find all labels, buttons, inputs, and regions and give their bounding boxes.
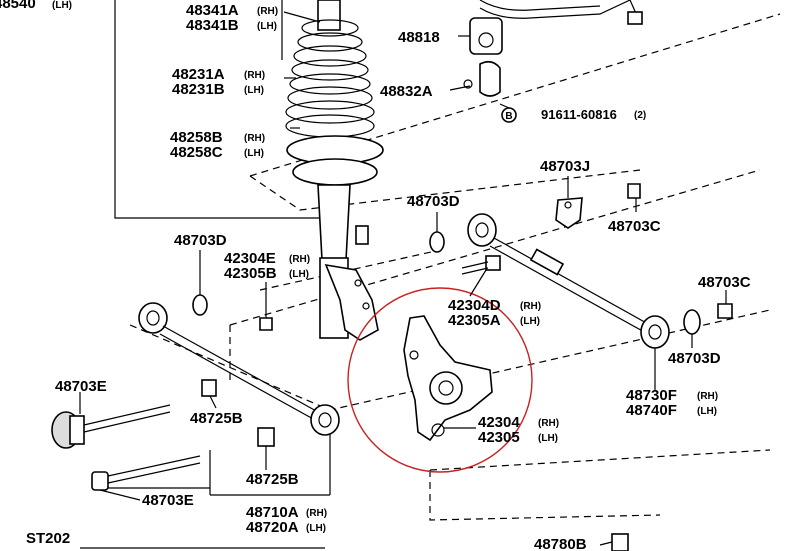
stabilizer-bar: B	[463, 0, 643, 123]
label-48725b-upper: 48725B	[190, 410, 243, 427]
rear-axle-carrier	[403, 315, 493, 442]
label-91611-60816: 91611-60816	[541, 107, 617, 122]
long-bolts	[51, 379, 629, 551]
label-42304d-side: (RH)	[520, 301, 541, 312]
label-48231b: 48231B	[172, 81, 225, 98]
label-48710a: 48710A	[246, 504, 299, 521]
label-42305: 42305	[478, 429, 520, 446]
label-48710a-side: (RH)	[306, 508, 327, 519]
bolt-marker-b: B	[505, 111, 512, 122]
label-48832a: 48832A	[380, 83, 433, 100]
leader-lines	[79, 11, 727, 546]
label-48730f-side: (RH)	[697, 391, 718, 402]
label-48341b: 48341B	[186, 17, 239, 34]
label-48720a: 48720A	[246, 519, 299, 536]
label-48231a: 48231A	[172, 66, 225, 83]
label-48258c: 48258C	[170, 144, 223, 161]
label-42305b: 42305B	[224, 265, 277, 282]
highlight-circle	[347, 287, 533, 473]
coil-spring	[285, 19, 375, 138]
lower-arm	[138, 302, 340, 436]
label-48703c-right: 48703C	[698, 274, 751, 291]
label-42305-side: (LH)	[538, 433, 558, 444]
label-42305b-side: (LH)	[289, 269, 309, 280]
label-42304e: 42304E	[224, 250, 276, 267]
label-42304d: 42304D	[448, 297, 501, 314]
label-91611-qty: (2)	[634, 110, 646, 121]
label-48730f: 48730F	[626, 387, 677, 404]
label-48703e-lower: 48703E	[142, 492, 194, 509]
label-42304-side: (RH)	[538, 418, 559, 429]
label-48740f: 48740F	[626, 402, 677, 419]
bracket-lines	[80, 0, 331, 549]
label-42305a-side: (LH)	[520, 316, 540, 327]
label-48341a-side: (RH)	[257, 6, 278, 17]
label-48703j: 48703J	[540, 158, 590, 175]
label-48231b-side: (LH)	[244, 85, 264, 96]
label-48818: 48818	[398, 29, 440, 46]
label-42304e-side: (RH)	[289, 254, 310, 265]
assembly-boundary-lines	[129, 13, 781, 521]
label-48720a-side: (LH)	[306, 523, 326, 534]
label-48703c-upper: 48703C	[608, 218, 661, 235]
upper-lateral-arm	[467, 213, 670, 349]
label-42304: 42304	[478, 414, 520, 431]
label-48258c-side: (LH)	[244, 148, 264, 159]
bolt-upper	[461, 255, 501, 275]
label-48703d-right: 48703D	[668, 350, 721, 367]
label-48231a-side: (RH)	[244, 70, 265, 81]
label-48740f-side: (LH)	[697, 406, 717, 417]
model-code: ST202	[26, 530, 70, 547]
label-48258b: 48258B	[170, 129, 223, 146]
label-48703e-upper: 48703E	[55, 378, 107, 395]
label-48703d-top: 48703D	[407, 193, 460, 210]
label-48258b-side: (RH)	[244, 133, 265, 144]
label-48341b-side: (LH)	[257, 21, 277, 32]
label-48780b: 48780B	[534, 536, 587, 551]
label-48341a: 48341A	[186, 2, 239, 19]
label-48540: 48540	[0, 0, 36, 12]
label-42305a: 42305A	[448, 312, 501, 329]
label-48725b-lower: 48725B	[246, 471, 299, 488]
label-48540-side: (LH)	[52, 0, 72, 11]
strut-assembly	[285, 0, 384, 341]
part-labels: 48540 (LH) 48341A (RH) 48341B (LH) 48231…	[0, 0, 751, 551]
label-48703d-left: 48703D	[174, 232, 227, 249]
